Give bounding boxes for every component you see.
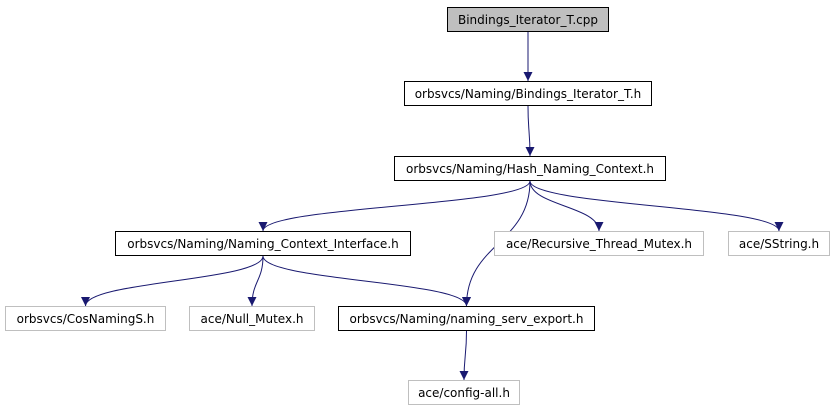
edge-hash_naming_context_h-to-recursive_thread_mutex_h <box>529 180 604 232</box>
edge-hash_naming_context_h-to-naming_context_interface_h <box>258 180 531 232</box>
node-config-all-h[interactable]: ace/config-all.h <box>408 380 520 405</box>
node-recursive-thread-mutex-h[interactable]: ace/Recursive_Thread_Mutex.h <box>494 231 704 256</box>
node-label: ace/config-all.h <box>418 385 510 400</box>
node-label: ace/Null_Mutex.h <box>200 311 304 326</box>
edge-hash_naming_context_h-to-sstring_h <box>529 180 784 232</box>
node-sstring-h[interactable]: ace/SString.h <box>728 231 830 256</box>
node-null-mutex-h[interactable]: ace/Null_Mutex.h <box>189 306 315 331</box>
node-cosnamings-h[interactable]: orbsvcs/CosNamingS.h <box>5 306 166 331</box>
node-label: orbsvcs/Naming/naming_serv_export.h <box>349 311 584 326</box>
node-label: ace/SString.h <box>738 236 820 251</box>
edge-bindings_iterator_h-to-hash_naming_context_h <box>525 105 535 157</box>
edge-naming_serv_export_h-to-config_all_h <box>459 330 469 381</box>
node-bindings-iterator-t-h[interactable]: orbsvcs/Naming/Bindings_Iterator_T.h <box>404 81 652 106</box>
node-label: orbsvcs/Naming/Naming_Context_Interface.… <box>127 236 399 251</box>
node-naming-context-interface-h[interactable]: orbsvcs/Naming/Naming_Context_Interface.… <box>115 231 411 256</box>
node-naming-serv-export-h[interactable]: orbsvcs/Naming/naming_serv_export.h <box>338 306 595 331</box>
node-hash-naming-context-h[interactable]: orbsvcs/Naming/Hash_Naming_Context.h <box>394 156 666 181</box>
node-label: orbsvcs/Naming/Hash_Naming_Context.h <box>406 161 654 176</box>
node-label: orbsvcs/Naming/Bindings_Iterator_T.h <box>414 86 642 101</box>
node-label: ace/Recursive_Thread_Mutex.h <box>505 236 693 251</box>
edge-naming_context_interface_h-to-null_mutex_h <box>247 255 264 307</box>
edge-naming_context_interface_h-to-cosnamings_h <box>81 255 264 307</box>
node-label: orbsvcs/CosNamingS.h <box>16 311 155 326</box>
edge-naming_context_interface_h-to-naming_serv_export_h <box>262 255 471 307</box>
node-label: Bindings_Iterator_T.cpp <box>457 12 599 27</box>
node-bindings-iterator-t-cpp: Bindings_Iterator_T.cpp <box>447 7 609 32</box>
